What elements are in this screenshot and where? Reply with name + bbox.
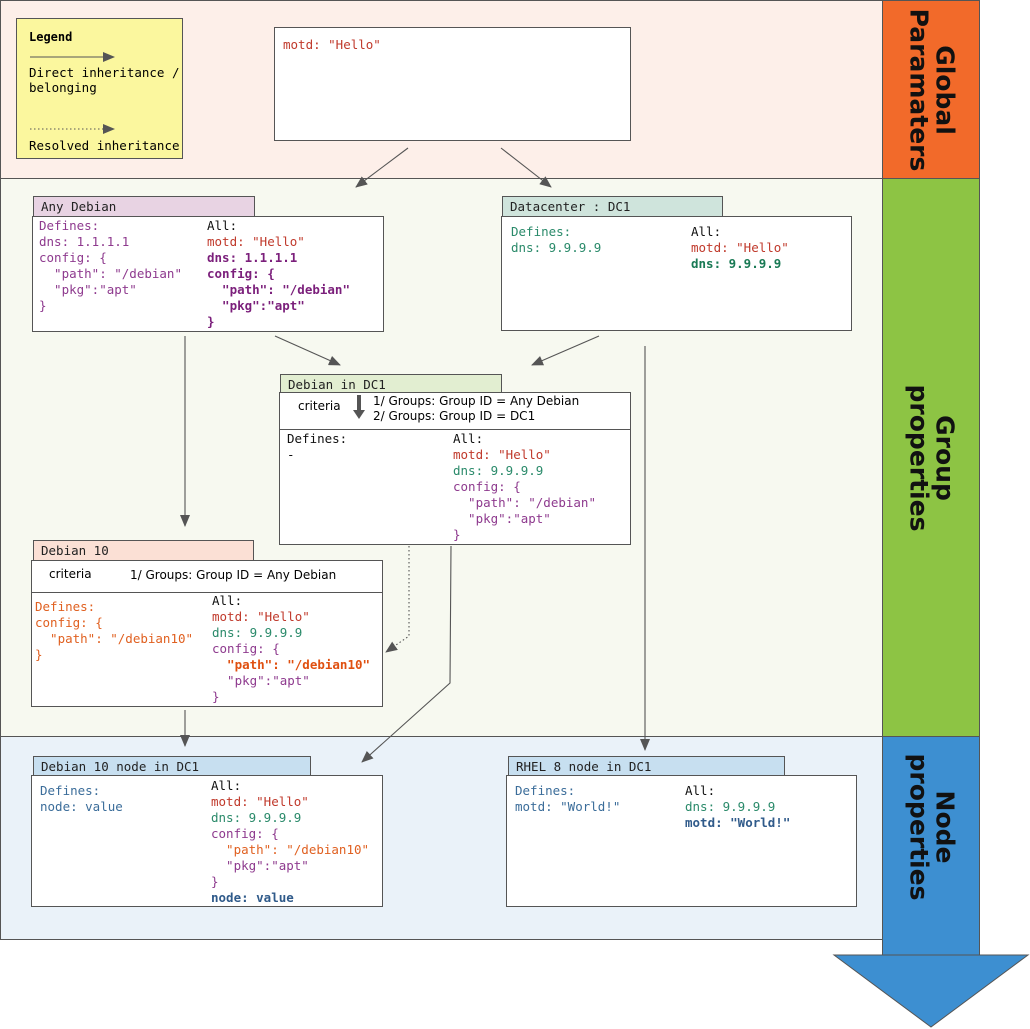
criteria-arrow-icon	[353, 395, 365, 419]
criteria-label: criteria	[298, 399, 341, 413]
all-line: All:	[207, 218, 238, 233]
rhel8-node-all: All: dns: 9.9.9.9 motd: "World!"	[685, 783, 790, 831]
criteria-line: 1/ Groups: Group ID = Any Debian	[373, 394, 580, 408]
criteria-label: criteria	[49, 567, 92, 581]
all-line: dns: 9.9.9.9	[691, 256, 782, 271]
all-line: "pkg":"apt"	[207, 298, 305, 313]
defines-line: "path": "/debian"	[39, 266, 182, 281]
defines-line: }	[39, 298, 47, 313]
all-line: motd: "World!"	[685, 815, 791, 830]
all-line: motd: "Hello"	[212, 609, 310, 624]
all-line: "pkg":"apt"	[211, 858, 309, 873]
all-line: motd: "Hello"	[691, 240, 789, 255]
any-debian-box: Defines: dns: 1.1.1.1 config: { "path": …	[32, 216, 384, 332]
all-line: }	[207, 314, 215, 329]
legend-title: Legend	[29, 30, 73, 44]
datacenter-all: All: motd: "Hello" dns: 9.9.9.9	[691, 224, 789, 272]
legend-resolved-label: Resolved inheritance	[29, 138, 180, 153]
datacenter-title: Datacenter : DC1	[502, 196, 723, 217]
all-line: All:	[691, 224, 722, 239]
defines-line: Defines:	[515, 783, 576, 798]
all-line: "path": "/debian10"	[212, 657, 371, 672]
all-line: config: {	[453, 479, 521, 494]
all-line: dns: 9.9.9.9	[212, 625, 303, 640]
all-line: motd: "Hello"	[211, 794, 309, 809]
defines-line: Defines:	[35, 599, 96, 614]
debian-dc1-criteria: 1/ Groups: Group ID = Any Debian 2/ Grou…	[373, 394, 579, 424]
all-line: "path": "/debian10"	[211, 842, 370, 857]
defines-line: Defines:	[511, 224, 572, 239]
all-line: }	[453, 527, 461, 542]
all-line: config: {	[211, 826, 279, 841]
global-motd: motd: "Hello"	[283, 37, 381, 52]
sidebar-global: Global Paramaters	[882, 0, 980, 179]
sidebar-node: Node properties	[882, 736, 980, 956]
all-line: "path": "/debian"	[207, 282, 350, 297]
sidebar-group-label: Group properties	[904, 384, 959, 531]
all-line: config: {	[212, 641, 280, 656]
debian10-node-box: Defines: node: value All: motd: "Hello" …	[31, 775, 383, 907]
criteria-divider	[32, 592, 382, 593]
rhel8-node-title: RHEL 8 node in DC1	[508, 756, 785, 777]
all-line: All:	[453, 431, 484, 446]
all-line: dns: 1.1.1.1	[207, 250, 298, 265]
all-line: }	[211, 874, 219, 889]
sidebar-global-label: Global Paramaters	[904, 8, 960, 171]
defines-line: dns: 9.9.9.9	[511, 240, 602, 255]
all-line: All:	[212, 593, 243, 608]
debian10-node-all: All: motd: "Hello" dns: 9.9.9.9 config: …	[211, 778, 369, 906]
criteria-line: 2/ Groups: Group ID = DC1	[373, 409, 536, 423]
all-line: dns: 9.9.9.9	[453, 463, 544, 478]
rhel8-node-defines: Defines: motd: "World!"	[515, 783, 620, 815]
all-line: node: value	[211, 890, 294, 905]
debian-dc1-box: criteria 1/ Groups: Group ID = Any Debia…	[279, 392, 631, 545]
defines-line: Defines:	[39, 218, 100, 233]
all-line: motd: "Hello"	[453, 447, 551, 462]
any-debian-all: All: motd: "Hello" dns: 1.1.1.1 config: …	[207, 218, 350, 330]
legend-direct-line-1: Direct inheritance /	[29, 65, 180, 80]
all-line: "path": "/debian"	[453, 495, 596, 510]
all-line: All:	[685, 783, 716, 798]
debian10-node-title: Debian 10 node in DC1	[33, 756, 311, 777]
criteria-line: 1/ Groups: Group ID = Any Debian	[130, 568, 337, 582]
legend-box: Legend Direct inheritance / belonging Re…	[16, 18, 183, 159]
all-line: "pkg":"apt"	[453, 511, 551, 526]
datacenter-defines: Defines: dns: 9.9.9.9	[511, 224, 601, 256]
all-line: dns: 9.9.9.9	[211, 810, 302, 825]
defines-line: motd: "World!"	[515, 799, 621, 814]
debian10-box: criteria 1/ Groups: Group ID = Any Debia…	[31, 560, 383, 707]
debian10-node-defines: Defines: node: value	[40, 783, 123, 815]
defines-line: config: {	[35, 615, 103, 630]
debian-dc1-defines: Defines: -	[287, 431, 347, 463]
any-debian-title: Any Debian	[33, 196, 255, 217]
all-line: dns: 9.9.9.9	[685, 799, 776, 814]
defines-line: Defines:	[40, 783, 101, 798]
datacenter-box: Defines: dns: 9.9.9.9 All: motd: "Hello"…	[501, 216, 852, 331]
all-line: motd: "Hello"	[207, 234, 305, 249]
global-params-box: motd: "Hello"	[274, 27, 631, 141]
defines-line: Defines:	[287, 431, 348, 446]
rhel8-node-box: Defines: motd: "World!" All: dns: 9.9.9.…	[506, 775, 857, 907]
sidebar-node-label: Node properties	[904, 753, 959, 901]
defines-line: -	[287, 447, 295, 462]
all-line: }	[212, 689, 220, 704]
debian10-title: Debian 10	[33, 540, 254, 561]
sidebar-group: Group properties	[882, 178, 980, 737]
defines-line: config: {	[39, 250, 107, 265]
legend-direct-line-2: belonging	[29, 80, 97, 95]
debian10-all: All: motd: "Hello" dns: 9.9.9.9 config: …	[212, 593, 370, 705]
defines-line: dns: 1.1.1.1	[39, 234, 130, 249]
all-line: "pkg":"apt"	[212, 673, 310, 688]
defines-line: "path": "/debian10"	[35, 631, 194, 646]
defines-line: "pkg":"apt"	[39, 282, 137, 297]
all-line: All:	[211, 778, 242, 793]
debian-dc1-all: All: motd: "Hello" dns: 9.9.9.9 config: …	[453, 431, 596, 543]
debian10-criteria: 1/ Groups: Group ID = Any Debian	[130, 568, 336, 583]
defines-line: }	[35, 647, 43, 662]
debian10-defines: Defines: config: { "path": "/debian10" }	[35, 599, 193, 663]
defines-line: node: value	[40, 799, 123, 814]
all-line: config: {	[207, 266, 275, 281]
any-debian-defines: Defines: dns: 1.1.1.1 config: { "path": …	[39, 218, 182, 314]
criteria-divider	[280, 429, 630, 430]
